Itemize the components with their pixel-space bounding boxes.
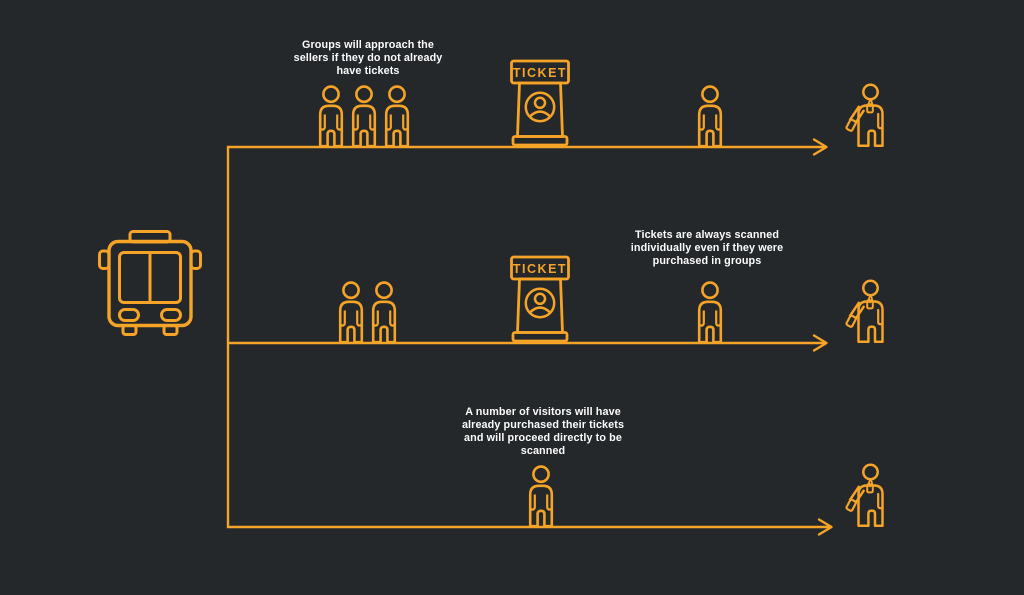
ticket-booth-sign-label: TICKET xyxy=(512,262,568,276)
person-icon xyxy=(334,281,368,343)
flow-arrowhead-row1 xyxy=(812,138,828,156)
person-icon xyxy=(367,281,401,343)
ticket-scanner-staff-icon xyxy=(844,83,890,147)
person-icon xyxy=(524,465,558,527)
person-icon xyxy=(693,281,727,343)
bus-icon xyxy=(98,230,202,340)
person-icon xyxy=(380,85,414,147)
ticket-scanner-staff-icon xyxy=(844,463,890,527)
annotation-row3: A number of visitors will have already p… xyxy=(461,406,625,457)
ticket-scanner-staff-icon xyxy=(844,279,890,343)
annotation-row2: Tickets are always scanned individually … xyxy=(630,229,784,267)
person-icon xyxy=(347,85,381,147)
flow-arrowhead-row3 xyxy=(817,518,833,536)
ticket-booth-sign-label: TICKET xyxy=(512,66,568,80)
person-icon xyxy=(693,85,727,147)
flow-arrowhead-row2 xyxy=(812,334,828,352)
annotation-row1: Groups will approach the sellers if they… xyxy=(293,39,443,77)
flow-path-trunk xyxy=(226,145,830,529)
person-icon xyxy=(314,85,348,147)
